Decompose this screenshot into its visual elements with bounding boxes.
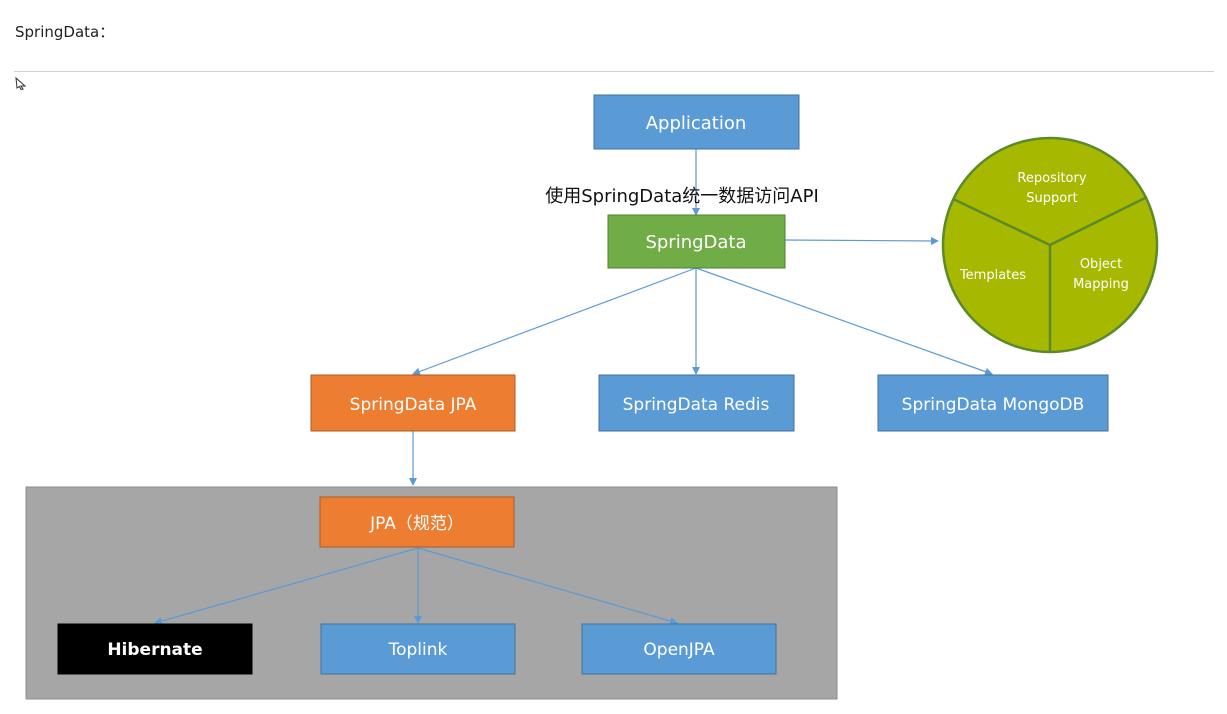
springdata-redis-node: SpringData Redis	[598, 374, 795, 432]
arrow-springdata-to-mongodb	[695, 267, 993, 376]
arrow-spec-to-hibernate	[154, 547, 419, 625]
springdata-mongodb-label: SpringData MongoDB	[902, 395, 1085, 415]
repository-support-line2: Support	[1026, 191, 1077, 206]
springdata-redis-label: SpringData Redis	[623, 395, 770, 415]
connectors	[154, 149, 993, 625]
springdata-mongodb-node: SpringData MongoDB	[877, 374, 1109, 432]
toplink-label: Toplink	[388, 640, 448, 660]
jpa-spec-node: JPA（规范）	[319, 496, 515, 548]
springdata-jpa-label: SpringData JPA	[350, 395, 477, 415]
page-title: SpringData：	[15, 23, 115, 41]
arrow-springdata-to-circle	[784, 236, 939, 245]
arrow-springdata-to-jpa	[412, 267, 697, 376]
application-node: Application	[593, 94, 800, 150]
springdata-node: SpringData	[607, 214, 786, 269]
springdata-jpa-node: SpringData JPA	[310, 374, 516, 432]
springdata-features-circle: Repository Support Templates Object Mapp…	[941, 136, 1159, 354]
jpa-spec-label: JPA（规范）	[369, 514, 464, 534]
templates-label: Templates	[959, 268, 1026, 283]
hibernate-label: Hibernate	[107, 640, 202, 660]
arrow-spec-to-openjpa	[417, 547, 678, 625]
object-mapping-line2: Mapping	[1073, 277, 1129, 292]
api-note: 使用SpringData统一数据访问API	[545, 186, 819, 207]
object-mapping-line1: Object	[1080, 257, 1122, 272]
hibernate-node: Hibernate	[57, 623, 253, 675]
application-label: Application	[646, 113, 747, 134]
divider	[14, 71, 1214, 72]
openjpa-node: OpenJPA	[581, 623, 777, 675]
repository-support-line1: Repository	[1017, 171, 1086, 186]
openjpa-label: OpenJPA	[643, 640, 715, 660]
springdata-label: SpringData	[645, 232, 746, 253]
cursor-icon	[15, 76, 27, 90]
toplink-node: Toplink	[320, 623, 516, 675]
